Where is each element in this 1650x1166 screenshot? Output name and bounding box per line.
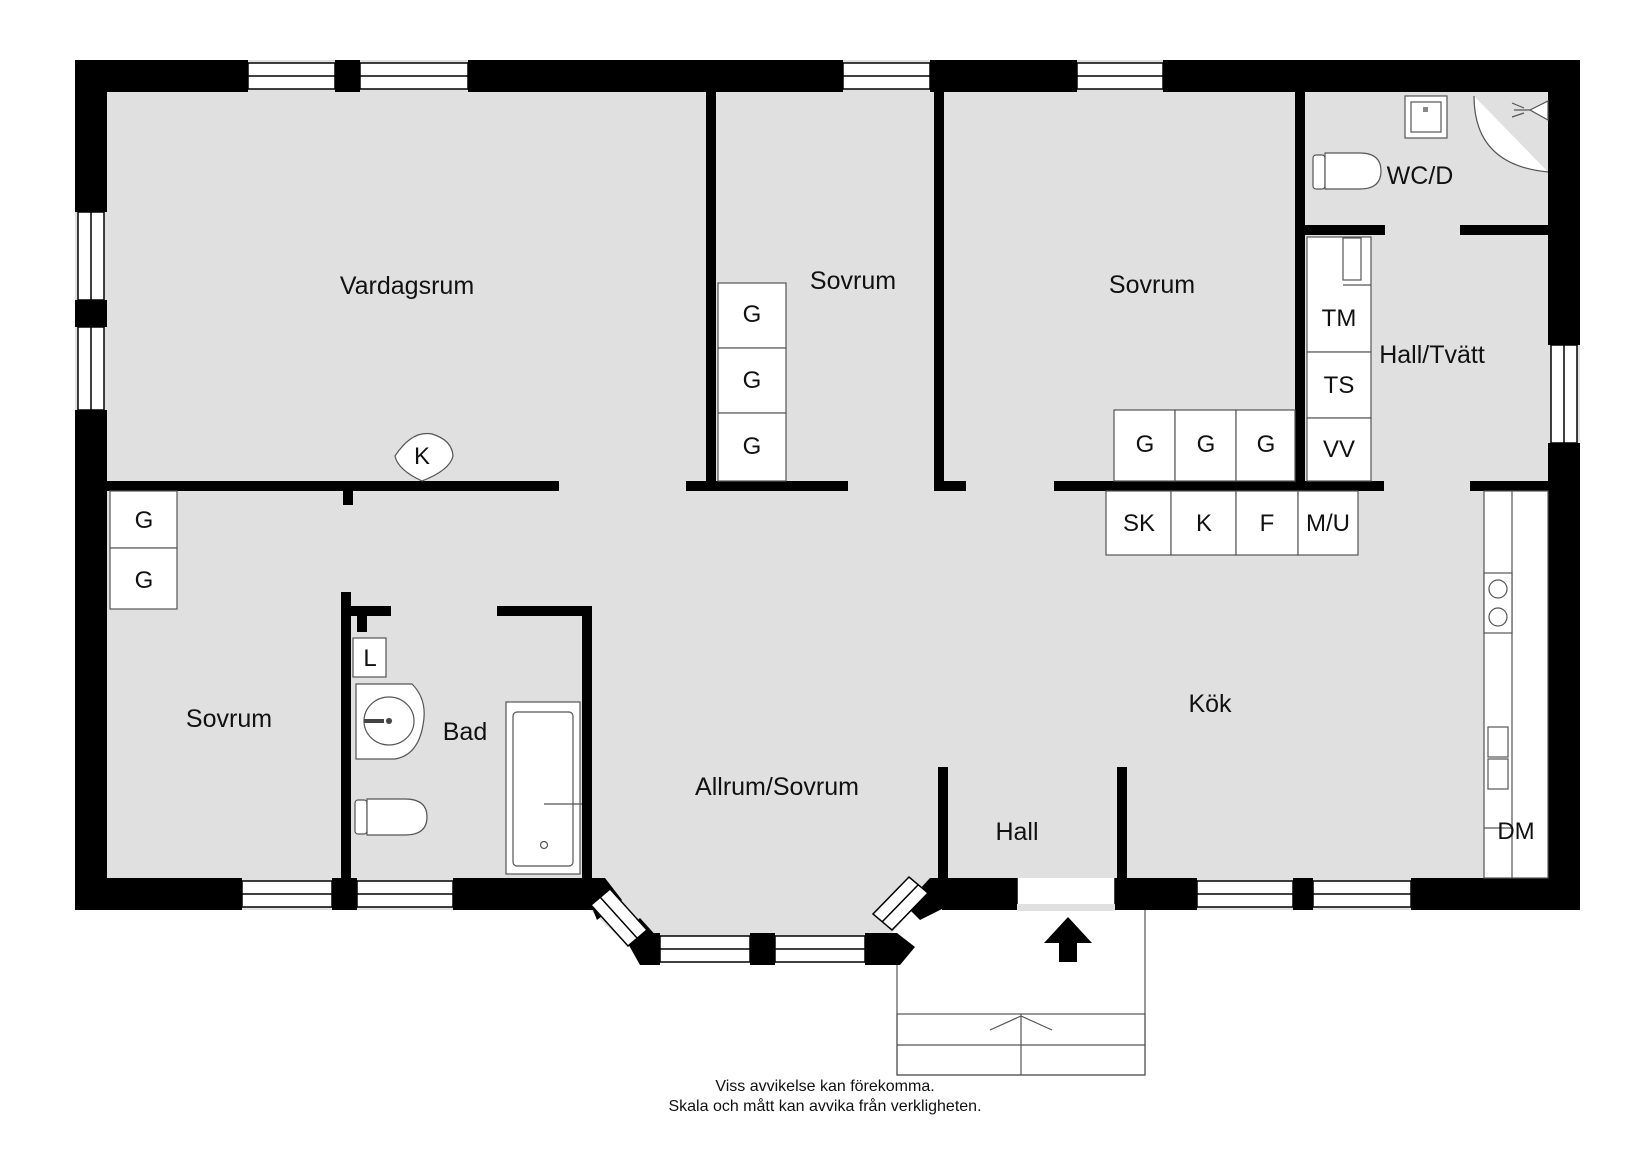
window bbox=[359, 62, 469, 90]
microwave-oven bbox=[1297, 490, 1359, 556]
pantry bbox=[1105, 490, 1172, 556]
wardrobe bbox=[109, 490, 178, 549]
fixture-label-wardrobe: G bbox=[743, 301, 762, 328]
wardrobe bbox=[109, 547, 178, 610]
sink-icon bbox=[1404, 95, 1448, 139]
water-heater bbox=[1306, 417, 1372, 482]
window bbox=[871, 875, 930, 932]
fireplace-icon bbox=[394, 432, 454, 482]
fixture-label-water-heater: VV bbox=[1323, 436, 1355, 463]
washbasin-icon bbox=[355, 683, 425, 760]
window bbox=[1196, 880, 1294, 908]
interior-walls bbox=[107, 92, 1548, 878]
kitchen-counter bbox=[1483, 490, 1549, 879]
linen-closet bbox=[352, 637, 387, 678]
wardrobe bbox=[1235, 409, 1296, 482]
fixture-label-wardrobe: G bbox=[1136, 431, 1155, 458]
entrance-steps bbox=[896, 910, 1146, 1076]
fixture-label-wardrobe: G bbox=[743, 433, 762, 460]
wardrobe bbox=[1174, 409, 1237, 482]
room-label-hall: Hall bbox=[995, 818, 1038, 846]
room-label-bad: Bad bbox=[443, 718, 487, 746]
wardrobe bbox=[717, 412, 787, 482]
fixture-label-pantry: SK bbox=[1123, 510, 1155, 537]
fixture-labels: K G G G G G G G G TM TS VV L SK K F M/U … bbox=[135, 301, 1535, 845]
drying-cabinet bbox=[1306, 351, 1372, 419]
fixture-label-linen-closet: L bbox=[363, 645, 376, 672]
room-label-hall-tvatt: Hall/Tvätt bbox=[1379, 341, 1485, 369]
window bbox=[1312, 880, 1412, 908]
window bbox=[356, 880, 454, 908]
exterior-walls bbox=[75, 60, 1580, 965]
window bbox=[774, 935, 866, 963]
arrow-up-icon bbox=[1044, 917, 1092, 962]
kitchen-appliances bbox=[1483, 572, 1513, 790]
shower-icon bbox=[1473, 95, 1549, 173]
fixture-label-tumble-dryer: TM bbox=[1322, 305, 1357, 332]
room-label-sovrum-right: Sovrum bbox=[1109, 271, 1195, 299]
bathroom-fixtures bbox=[354, 95, 1549, 875]
window bbox=[77, 211, 105, 301]
disclaimer: Viss avvikelse kan förekomma. Skala och … bbox=[0, 1077, 1650, 1117]
wardrobe bbox=[717, 347, 787, 414]
fixture-label-wardrobe: G bbox=[743, 367, 762, 394]
fixture-label-microwave-oven: M/U bbox=[1306, 510, 1350, 537]
windows bbox=[77, 62, 1578, 963]
fixture-label-wardrobe: G bbox=[1197, 431, 1216, 458]
fixture-label-dishwasher: DM bbox=[1497, 818, 1534, 845]
fixture-label-wardrobe: G bbox=[135, 567, 154, 594]
room-labels: Vardagsrum Sovrum Sovrum Sovrum WC/D Hal… bbox=[186, 162, 1485, 846]
fixture-label-fireplace: K bbox=[414, 443, 430, 470]
window bbox=[247, 62, 336, 90]
room-label-vardagsrum: Vardagsrum bbox=[340, 272, 474, 300]
fixture-label-wardrobe: G bbox=[135, 507, 154, 534]
disclaimer-line-2: Skala och mått kan avvika från verklighe… bbox=[668, 1098, 982, 1115]
window bbox=[589, 887, 649, 948]
bathtub-icon bbox=[505, 701, 582, 875]
window bbox=[1550, 344, 1578, 444]
fridge bbox=[1170, 490, 1237, 556]
freezer bbox=[1235, 490, 1299, 556]
wardrobe bbox=[717, 282, 787, 349]
stove-icon bbox=[1483, 572, 1513, 634]
toilet-icon bbox=[1312, 152, 1382, 190]
window bbox=[241, 880, 333, 908]
wardrobe bbox=[1113, 409, 1176, 482]
kitchen-sink-icon bbox=[1487, 726, 1509, 790]
window bbox=[842, 62, 931, 90]
toilet-icon bbox=[354, 798, 428, 836]
room-label-kok: Kök bbox=[1188, 690, 1232, 718]
room-label-allrum: Allrum/Sovrum bbox=[695, 773, 859, 801]
room-label-sovrum-middle: Sovrum bbox=[810, 267, 896, 295]
fixture-label-fridge: K bbox=[1196, 510, 1212, 537]
window bbox=[77, 326, 105, 411]
fixture-label-freezer: F bbox=[1260, 510, 1275, 537]
room-label-wc: WC/D bbox=[1387, 162, 1454, 190]
window bbox=[1076, 62, 1164, 90]
fixture-label-wardrobe: G bbox=[1257, 431, 1276, 458]
disclaimer-line-1: Viss avvikelse kan förekomma. bbox=[715, 1078, 935, 1095]
front-door-opening bbox=[1016, 878, 1116, 904]
room-label-sovrum-left: Sovrum bbox=[186, 705, 272, 733]
window bbox=[659, 935, 751, 963]
fixture-label-drying-cabinet: TS bbox=[1324, 372, 1355, 399]
cabinets bbox=[109, 236, 1549, 879]
